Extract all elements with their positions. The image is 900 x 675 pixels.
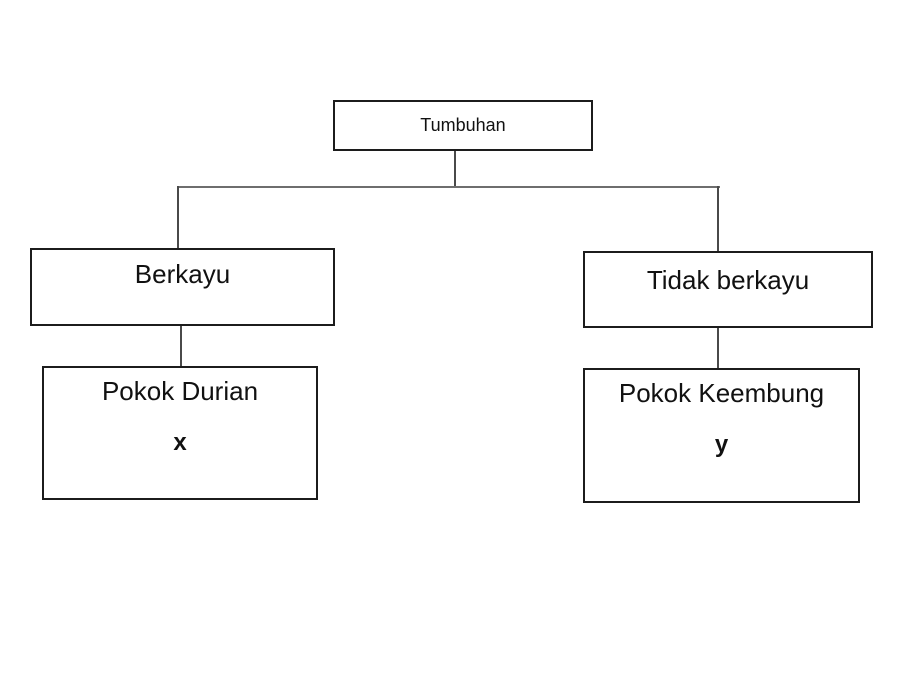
connector-right-branch-vertical [717, 186, 719, 251]
node-pokok-durian: Pokok Durian x [42, 366, 318, 500]
node-tidak-berkayu: Tidak berkayu [583, 251, 873, 328]
node-pokok-keembung: Pokok Keembung y [583, 368, 860, 503]
node-berkayu-label: Berkayu [134, 259, 231, 289]
node-tidak-berkayu-label: Tidak berkayu [646, 265, 810, 295]
node-pokok-keembung-symbol: y [714, 431, 729, 458]
connector-left-child-vertical [180, 324, 182, 366]
node-tumbuhan-label: Tumbuhan [420, 115, 506, 135]
connector-right-child-vertical [717, 326, 719, 368]
connector-root-vertical [454, 151, 456, 187]
node-pokok-durian-label: Pokok Durian [101, 376, 259, 406]
node-berkayu: Berkayu [30, 248, 335, 326]
node-tumbuhan: Tumbuhan [333, 100, 593, 151]
node-pokok-keembung-label: Pokok Keembung [618, 378, 825, 408]
connector-horizontal-main [177, 186, 720, 188]
node-pokok-durian-symbol: x [173, 429, 187, 456]
connector-left-branch-vertical [177, 186, 179, 248]
